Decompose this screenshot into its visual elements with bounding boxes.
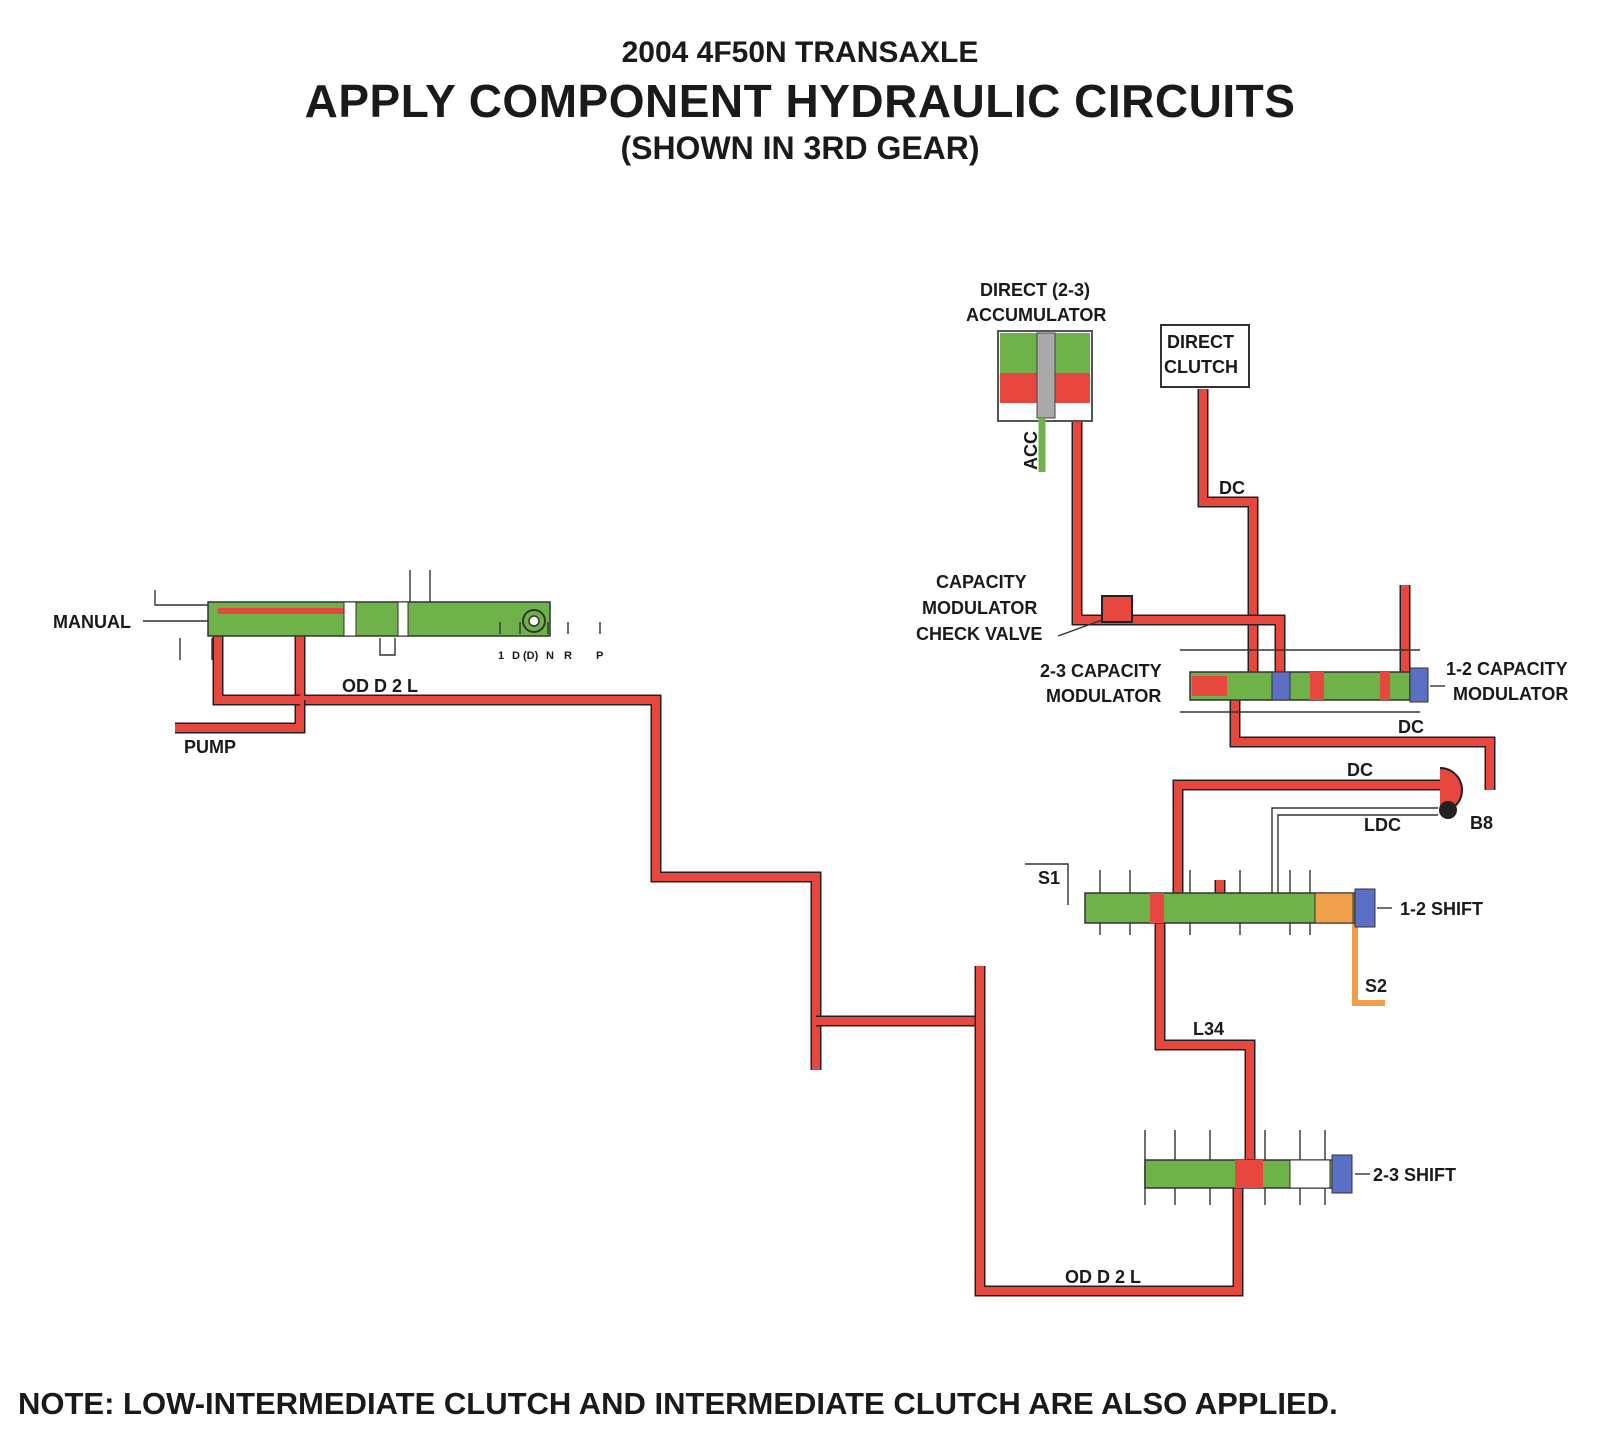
position-od: (D) — [523, 650, 539, 662]
diagram-subtitle: 2004 4F50N TRANSAXLE — [621, 36, 979, 69]
check-valve — [1101, 595, 1133, 623]
direct-clutch-label-2: CLUTCH — [1164, 357, 1238, 377]
ldc-label: LDC — [1364, 815, 1401, 835]
s2-line — [1352, 905, 1385, 1006]
shift12-label: 1-2 SHIFT — [1400, 899, 1483, 919]
b8-check-ball — [1439, 801, 1457, 819]
position-1: 1 — [498, 650, 504, 662]
gear-caption: (SHOWN IN 3RD GEAR) — [620, 130, 980, 166]
direct-clutch-label-1: DIRECT — [1167, 332, 1234, 352]
shift-valve-2-3 — [1144, 1130, 1370, 1205]
od-d-2-l-top-label: OD D 2 L — [342, 676, 418, 696]
shift-valve-1-2 — [1084, 870, 1392, 935]
position-r: R — [564, 650, 572, 662]
cap23-label-2: MODULATOR — [1046, 686, 1161, 706]
cap12-label-2: MODULATOR — [1453, 684, 1568, 704]
acc-label: ACC — [1021, 431, 1041, 470]
dc-label-3: DC — [1347, 760, 1373, 780]
od-d-2-l-circuit — [294, 628, 1244, 1297]
shift23-label: 2-3 SHIFT — [1373, 1165, 1456, 1185]
s1-label: S1 — [1038, 868, 1060, 888]
pump-circuit — [175, 610, 306, 734]
od-d-2-l-bottom-label: OD D 2 L — [1065, 1267, 1141, 1287]
position-n: N — [546, 650, 554, 662]
b8-label: B8 — [1470, 813, 1493, 833]
cap23-label-1: 2-3 CAPACITY — [1040, 661, 1162, 681]
check-valve-label-1: CAPACITY — [936, 572, 1027, 592]
dc-label-2: DC — [1398, 717, 1424, 737]
manual-label: MANUAL — [53, 612, 131, 632]
l34-circuit — [1154, 905, 1256, 1175]
footnote: NOTE: LOW-INTERMEDIATE CLUTCH AND INTERM… — [18, 1386, 1338, 1421]
accumulator-label-1: DIRECT (2-3) — [980, 280, 1090, 300]
diagram-title: APPLY COMPONENT HYDRAULIC CIRCUITS — [304, 75, 1296, 127]
accumulator-label-2: ACCUMULATOR — [966, 305, 1106, 325]
s2-label: S2 — [1365, 976, 1387, 996]
check-valve-label-3: CHECK VALVE — [916, 624, 1042, 644]
s1-line — [1025, 863, 1069, 905]
manual-valve — [154, 570, 601, 660]
dc-label-1: DC — [1219, 478, 1245, 498]
check-valve-label-2: MODULATOR — [922, 598, 1037, 618]
cap12-label-1: 1-2 CAPACITY — [1446, 659, 1568, 679]
position-p: P — [596, 650, 603, 662]
capacity-modulator-valve — [1180, 649, 1445, 713]
dc-circuit — [1071, 389, 1496, 905]
position-d: D — [512, 650, 520, 662]
ldc-line — [1271, 807, 1438, 895]
direct-accumulator — [997, 330, 1093, 472]
l34-label: L34 — [1193, 1019, 1224, 1039]
direct-clutch-box — [1160, 324, 1250, 388]
pump-label: PUMP — [184, 737, 236, 757]
